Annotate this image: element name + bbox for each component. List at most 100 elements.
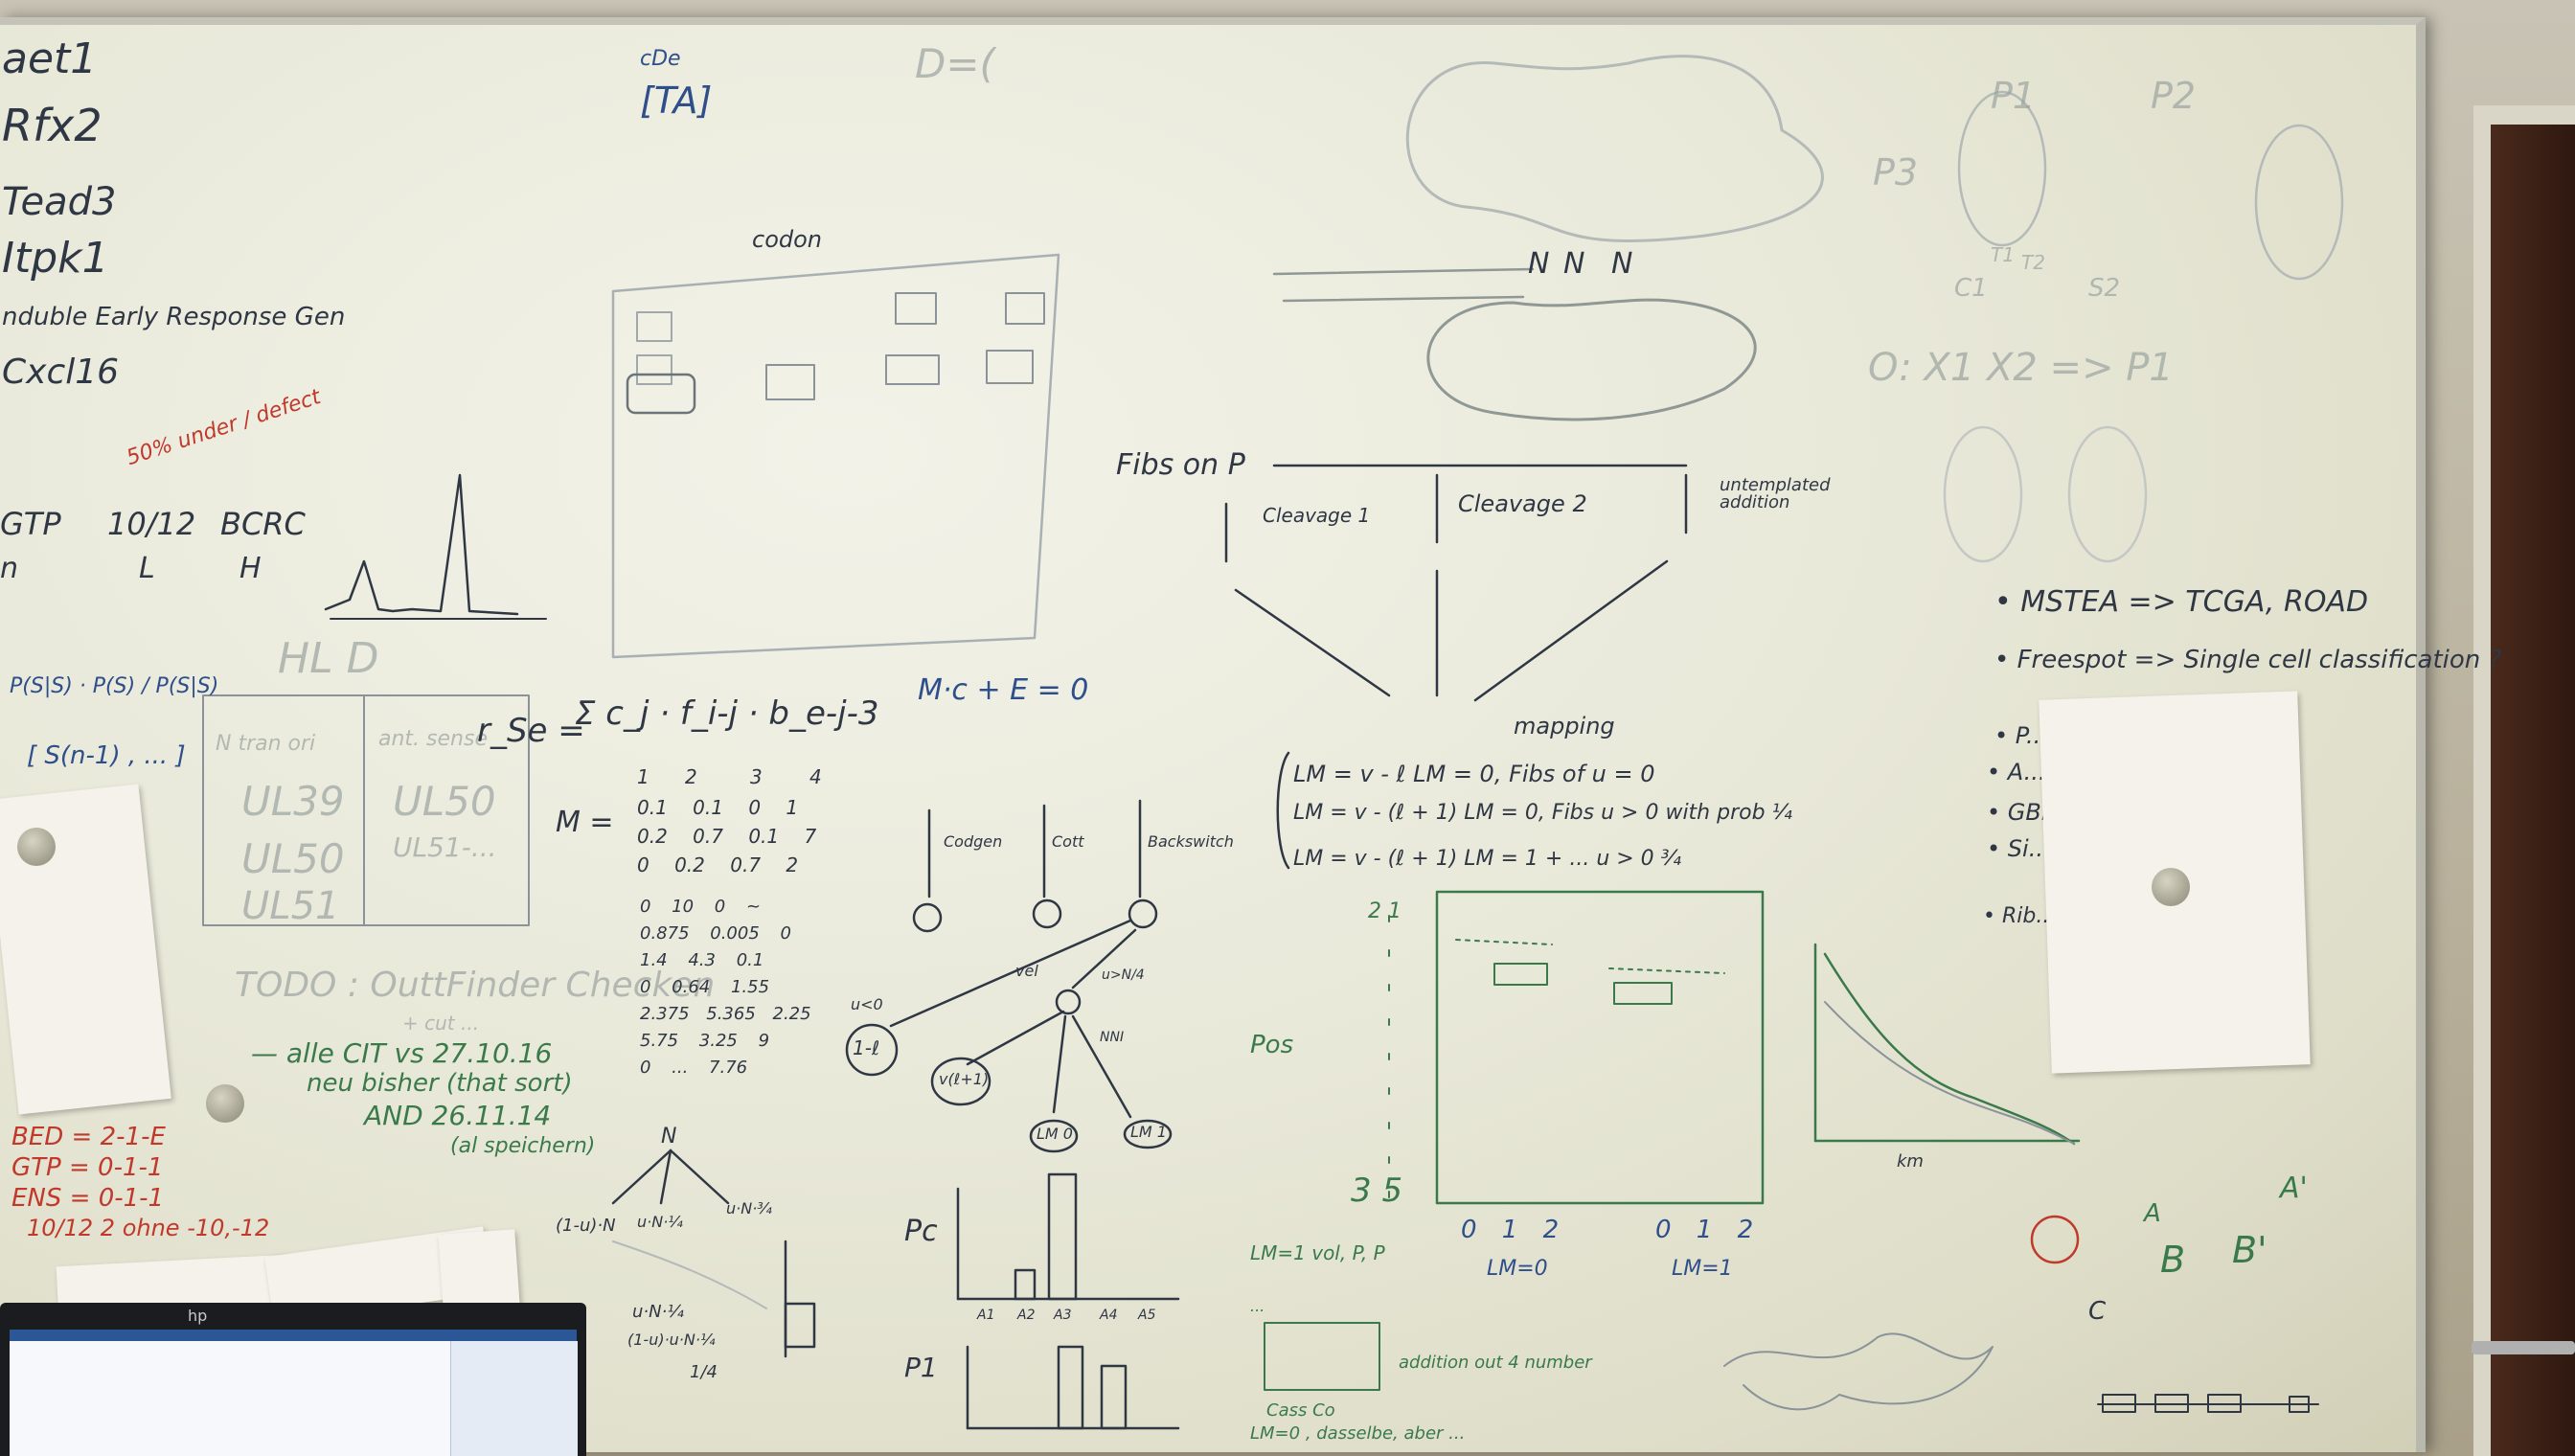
gtp-h: H: [239, 552, 262, 585]
col2-row-5: 2.375 5.365 2.25: [640, 1004, 811, 1024]
note-lm1-vol: LM=1 vol, P, P: [1250, 1241, 1385, 1264]
ntree-root: N: [661, 1125, 677, 1149]
col2-row-1: 0 10 0 ~: [640, 897, 762, 917]
table-left-ul50: UL50: [241, 835, 345, 882]
table-right-ul50: UL50: [393, 778, 496, 825]
mapping-label: mapping: [1514, 713, 1615, 739]
note-cass: Cass Co: [1266, 1400, 1335, 1421]
computer-monitor: hp: [0, 1303, 586, 1456]
label-s2: S2: [2088, 274, 2121, 303]
lm-line-3: LM = v - (ℓ + 1) LM = 1 + ... u > 0 ¾: [1293, 847, 1681, 871]
hist-tick-a4: A4: [1100, 1308, 1118, 1323]
decay-graph-label: km: [1897, 1151, 1924, 1172]
matrix-m-label: M =: [556, 806, 614, 839]
tree-label-backswitch: Backswitch: [1148, 832, 1234, 851]
col2-row-6: 5.75 3.25 9: [640, 1031, 770, 1051]
bullet-si: • Si...: [1987, 835, 2051, 862]
matrix-lm1: LM=1: [1672, 1257, 1733, 1281]
table-left-ul51: UL51: [241, 884, 340, 928]
magnet-right: [2152, 868, 2190, 906]
matrix-lm0: LM=0: [1487, 1257, 1548, 1281]
gene-rfx2: Rfx2: [2, 100, 103, 151]
tree-node-vl1: v(ℓ+1): [939, 1070, 990, 1088]
col2-row-2: 0.875 0.005 0: [640, 923, 791, 944]
hl-d: HL D: [278, 634, 379, 683]
tree-equation: M·c + E = 0: [918, 673, 1089, 707]
label-o-formula: O: X1 X2 => P1: [1868, 346, 2174, 390]
col2-row-7: 0 ... 7.76: [640, 1058, 748, 1078]
green-matrix: [1435, 890, 1765, 1205]
label-t2: T2: [2021, 251, 2045, 274]
todo-line2: + cut ...: [402, 1012, 480, 1035]
ntree-right: u·N·¾: [726, 1199, 772, 1217]
code-ens: ENS = 0-1-1: [11, 1184, 165, 1213]
matrix-row-3: 0 0.2 0.7 2: [637, 853, 799, 876]
hp-logo: hp: [188, 1307, 208, 1325]
tree-node-lm0: LM 0: [1037, 1125, 1073, 1143]
matrix-head: 1: [637, 765, 682, 788]
matrix-head-2: 2: [685, 765, 697, 788]
table-right-ul51: UL51-...: [393, 831, 497, 863]
matrix-row-1: 0.1 0.1 0 1: [637, 796, 799, 819]
bullet-freespot: • Freespot => Single cell classification…: [1994, 646, 2502, 674]
todo-green-3: AND 26.11.14: [364, 1100, 552, 1131]
screen-titlebar: [10, 1330, 577, 1341]
ntree-expr-3: 1/4: [690, 1362, 718, 1382]
letter-a: A: [2144, 1199, 2161, 1228]
label-n-2: N: [1563, 247, 1585, 281]
letter-b-prime: B': [2232, 1229, 2267, 1271]
fibs-on-p: Fibs on P: [1116, 448, 1245, 482]
gene-itpk1: Itpk1: [2, 234, 109, 283]
rse-label: r_Se =: [477, 712, 585, 750]
tree-edge-nni: NNI: [1100, 1030, 1125, 1045]
gene-aet1: aet1: [2, 34, 98, 83]
matrix-ticks-2: 0 1 2: [1655, 1216, 1754, 1244]
table-left-ul39: UL39: [241, 778, 345, 825]
whiteboard: aet1 Rfx2 Tead3 Itpk1 nduble Early Respo…: [0, 17, 2501, 1452]
hist-tick-a2: A2: [1017, 1308, 1036, 1323]
code-red: 10/12 2 ohne -10,-12: [27, 1215, 270, 1241]
matrix-axis-bottom: 3 5: [1351, 1172, 1403, 1210]
note-misc: ...: [1250, 1297, 1265, 1315]
top-cde: cDe: [640, 47, 681, 71]
letter-a-prime: A': [2280, 1172, 2308, 1205]
tree-label-codgen: Codgen: [944, 832, 1003, 851]
paper-stack-3: [438, 1229, 520, 1311]
letter-b: B: [2160, 1239, 2186, 1281]
magnet-left: [17, 828, 56, 866]
hist-tick-a3: A3: [1054, 1308, 1072, 1323]
todo-line: TODO : OuttFinder Checken: [235, 966, 716, 1005]
top-blob: [1405, 55, 1824, 242]
peak-curve: [324, 473, 519, 616]
code-gtp: GTP = 0-1-1: [11, 1153, 164, 1182]
todo-green-1: — alle CIT vs 27.10.16: [251, 1037, 553, 1069]
hist-tick-a5: A5: [1138, 1308, 1156, 1323]
label-t1: T1: [1991, 243, 2015, 266]
hist-label-p1: P1: [904, 1352, 938, 1383]
hist-tick-a1: A1: [977, 1308, 995, 1323]
matrix-pos: Pos: [1250, 1031, 1294, 1059]
tree-edge-un4: u>N/4: [1102, 967, 1145, 983]
matrix-row-2: 0.2 0.7 0.1 7: [637, 825, 817, 848]
door-handle: [2472, 1341, 2575, 1354]
matrix-head-3: 3: [750, 765, 763, 788]
label-p1: P1: [1991, 75, 2037, 117]
bracket-term: [ S(n-1) , ... ]: [27, 741, 186, 770]
screen-side-pane: [450, 1341, 578, 1456]
gene-cxcl16: Cxcl16: [2, 353, 120, 392]
letter-c: C: [2088, 1297, 2107, 1326]
lm-line-1: LM = v - ℓ LM = 0, Fibs of u = 0: [1293, 761, 1655, 787]
label-n-1: N: [1528, 247, 1550, 281]
tree-node-lm1: LM 1: [1130, 1123, 1167, 1141]
col2-row-4: 0 0.64 1.55: [640, 977, 770, 997]
ntree-mid: u·N·¼: [637, 1213, 683, 1231]
note-lm0-dasselbe: LM=0 , dasselbe, aber ...: [1250, 1423, 1466, 1444]
door: [2491, 125, 2575, 1456]
ntree-expr-1: u·N·¼: [632, 1302, 684, 1322]
magnet-left-2: [206, 1084, 244, 1123]
scribble: [1723, 1332, 1994, 1411]
table-right-head: ant. sense: [378, 727, 488, 751]
tree-node-1-l: 1-ℓ: [853, 1036, 880, 1059]
sun-doodle: [2030, 1215, 2080, 1264]
lm-line-2: LM = v - (ℓ + 1) LM = 0, Fibs u > 0 with…: [1293, 801, 1792, 825]
